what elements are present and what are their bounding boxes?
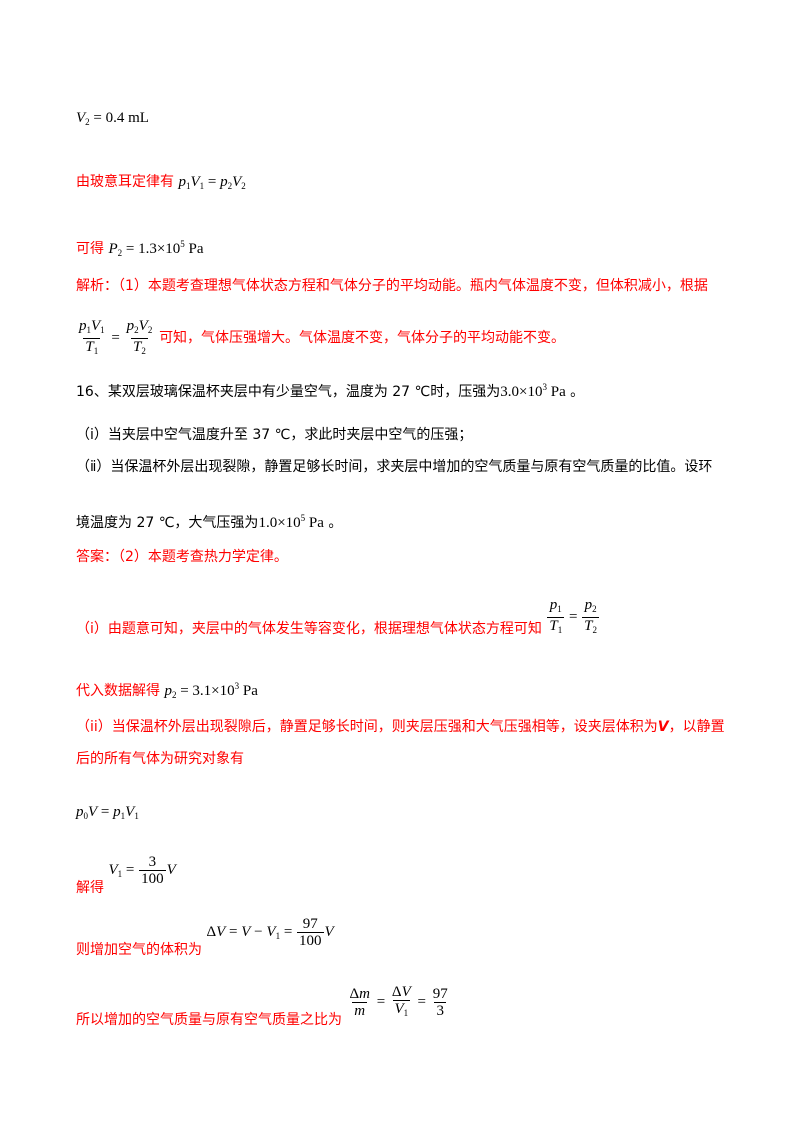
analysis-line: 解析：（1）本题考查理想气体状态方程和气体分子的平均动能。瓶内气体温度不变，但体… <box>76 278 708 294</box>
isothermal-equation: p0V = p1V1 <box>76 804 139 821</box>
question-part-ii-cont: 境温度为 27 ℃，大气压强为1.0×105 Pa 。 <box>76 513 343 531</box>
question-part-i: （ⅰ）当夹层中空气温度升至 37 ℃，求此时夹层中空气的压强； <box>76 427 473 443</box>
question-part-ii: （ⅱ）当保温杯外层出现裂隙，静置足够长时间，求夹层中增加的空气质量与原有空气质量… <box>76 459 713 475</box>
boyle-law-line: 由玻意耳定律有 p1V1 = p2V2 <box>76 174 246 191</box>
question-16: 16、某双层玻璃保温杯夹层中有少量空气，温度为 27 ℃时，压强为3.0×103… <box>76 382 585 400</box>
answer-p2-result: 代入数据解得 p2 = 3.1×103 Pa <box>76 681 258 700</box>
volume-v2-line: V2 = 0.4 mL <box>76 110 149 127</box>
answer-heading: 答案：（2）本题考查热力学定律。 <box>76 549 288 565</box>
answer-part-ii-cont: 后的所有气体为研究对象有 <box>76 751 244 767</box>
pressure-result-line: 可得 P2 = 1.3×105 Pa <box>76 239 204 258</box>
answer-part-ii: （ii）当保温杯外层出现裂隙后，静置足够长时间，则夹层压强和大气压强相等，设夹层… <box>76 719 725 735</box>
